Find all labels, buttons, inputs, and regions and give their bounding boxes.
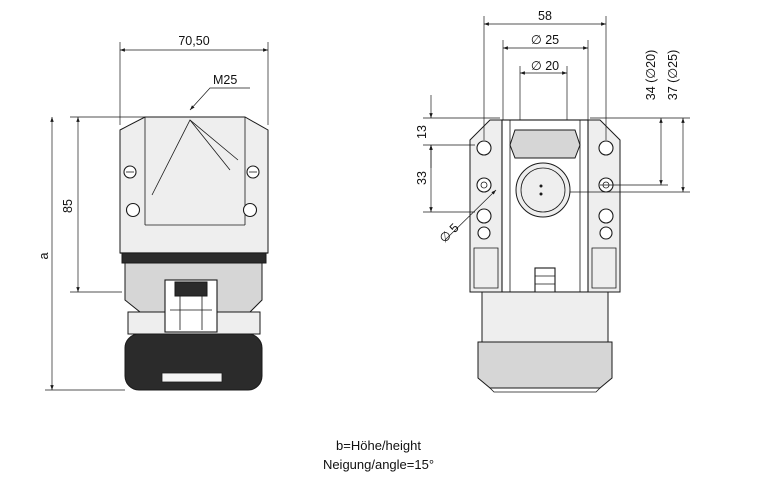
front-hole-low-left — [477, 226, 491, 240]
front-view: 58 ∅ 25 ∅ 20 13 33 ∅ 5 34 (∅20) 37 (∅25) — [415, 9, 690, 393]
side-view: 70,50 M25 85 a — [37, 34, 269, 391]
side-coupling-band — [121, 252, 267, 264]
side-view-housing — [119, 116, 269, 254]
front-hole-bottom-left — [476, 208, 492, 224]
dim-height-85: 85 — [61, 199, 75, 213]
side-screw-top-left — [123, 165, 137, 179]
front-cap — [477, 341, 613, 389]
front-hole-low-right — [599, 226, 613, 240]
dim-hole-13: 13 — [415, 125, 429, 139]
dim-dia-25: ∅ 25 — [531, 33, 559, 47]
side-screw-top-right — [246, 165, 260, 179]
front-lower-body — [481, 291, 609, 343]
side-cap — [124, 333, 263, 391]
front-hole-top-left — [476, 140, 492, 156]
dim-thread: M25 — [213, 73, 237, 87]
dim-width-side: 70,50 — [178, 34, 209, 48]
dim-hole-33: 33 — [415, 171, 429, 185]
side-cap-label — [161, 372, 223, 383]
dim-width-front: 58 — [538, 9, 552, 23]
front-hole-bottom-right — [598, 208, 614, 224]
side-screw-bottom-right — [242, 202, 258, 218]
dim-v37: 37 (∅25) — [666, 50, 680, 101]
front-hole-mid-left — [476, 177, 492, 193]
front-top-clamp — [509, 129, 581, 159]
front-hole-top-right — [598, 140, 614, 156]
dim-dia-20: ∅ 20 — [531, 59, 559, 73]
caption-angle: Neigung/angle=15° — [322, 457, 435, 472]
dim-height-a: a — [37, 252, 51, 259]
side-screw-bottom-left — [125, 202, 141, 218]
dim-dia-5: ∅ 5 — [437, 221, 462, 246]
caption-height: b=Höhe/height — [336, 438, 421, 453]
front-cable-entry — [515, 162, 571, 218]
side-latch-clip — [174, 281, 208, 297]
dim-v34: 34 (∅20) — [644, 50, 658, 101]
